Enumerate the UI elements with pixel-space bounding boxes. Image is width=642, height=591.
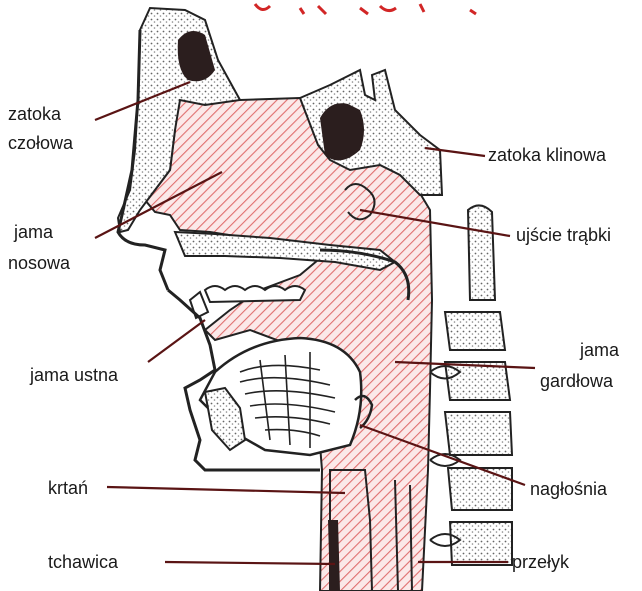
header-fragment — [255, 4, 476, 14]
label-jama-gardlowa-line2: gardłowa — [540, 370, 613, 392]
label-zatoka-klinowa: zatoka klinowa — [488, 144, 606, 166]
label-ujscie-trabki: ujście trąbki — [516, 224, 611, 246]
label-naglosnia: nagłośnia — [530, 478, 607, 500]
label-tchawica: tchawica — [48, 551, 118, 573]
label-przelyk: przełyk — [512, 551, 569, 573]
label-zatoka-czolowa-line2: czołowa — [8, 132, 73, 154]
label-zatoka-czolowa-line1: zatoka — [8, 103, 61, 125]
sphenoid-sinus — [320, 103, 364, 160]
trachea-dark — [328, 520, 340, 591]
spine — [430, 205, 512, 565]
upper-teeth — [205, 286, 305, 302]
label-jama-nosowa-line1: jama — [14, 221, 53, 243]
label-jama-ustna: jama ustna — [30, 364, 118, 386]
label-krtan: krtań — [48, 477, 88, 499]
lower-teeth — [190, 292, 208, 318]
label-jama-gardlowa-line1: jama — [580, 339, 619, 361]
label-jama-nosowa-line2: nosowa — [8, 252, 70, 274]
